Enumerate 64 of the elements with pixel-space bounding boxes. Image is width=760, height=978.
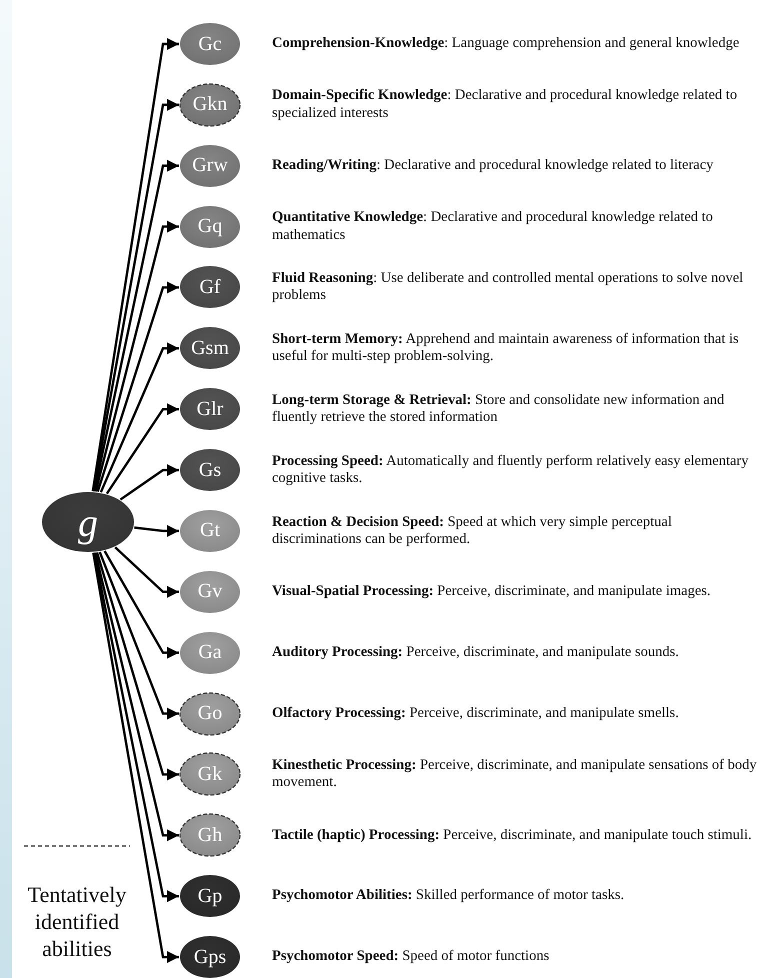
ability-description: Reading/Writing: Declarative and procedural knowledge related to literacy	[272, 157, 714, 174]
ability-description: Psychomotor Abilities: Skilled performance of motor tasks.	[272, 887, 626, 905]
ability-ellipse	[179, 22, 241, 66]
ability-description: Psychomotor Speed: Speed of motor functions	[272, 948, 550, 966]
node-label: Gsm	[191, 336, 229, 360]
arrow	[92, 552, 179, 902]
arrow	[98, 552, 179, 720]
arrow	[134, 524, 179, 537]
node-label: Go	[198, 702, 222, 726]
ability-ellipse	[179, 874, 241, 918]
ability-description: Fluid Reasoning: Use deliberate and controlled mental operations to solve novel problems	[272, 270, 744, 305]
arrow	[94, 552, 179, 842]
ability-description: Tactile (haptic) Processing: Perceive, discriminate, and manipulate touch stimuli.	[272, 826, 753, 844]
arrow	[96, 281, 179, 492]
node-label: Gp	[198, 884, 222, 908]
ability-ellipse	[179, 265, 241, 310]
ability-description: Visual-Spatial Processing: Perceive, discriminate, and manipulate images.	[272, 583, 712, 601]
ability-ellipse	[179, 692, 241, 736]
arrow	[100, 342, 179, 493]
ability-ellipse	[179, 630, 241, 675]
node-label: Gps	[194, 946, 226, 969]
arrow	[114, 546, 179, 598]
ability-ellipse	[179, 570, 241, 614]
node-label: Ga	[198, 641, 222, 664]
node-label: g	[78, 498, 98, 546]
node-label: Gq	[198, 215, 222, 238]
ability-description: Domain-Specific Knowledge: Declarative and procedural knowledge related to specialized interests	[272, 87, 738, 122]
ability-description: Short-term Memory: Apprehend and maintain awareness of information that is useful for multi-step problem-solving.	[272, 330, 740, 366]
node-label: Gk	[198, 762, 222, 786]
node-label: Gv	[198, 580, 222, 604]
ability-ellipse	[179, 326, 241, 370]
ability-description: Comprehension-Knowledge: Language comprehension and general knowledge	[272, 35, 740, 53]
node-label: Gt	[200, 519, 220, 542]
arrow	[120, 464, 179, 501]
general-factor-ellipse	[41, 491, 135, 553]
ability-ellipse	[179, 387, 241, 432]
legend-text: Tentatively identified abilities	[26, 882, 128, 962]
ability-ellipse	[179, 82, 241, 127]
ability-description: Processing Speed: Automatically and fluently perform relatively easy elementary cognitive tasks.	[272, 452, 750, 488]
arrow	[96, 552, 179, 780]
node-label: Gs	[198, 458, 222, 482]
ability-ellipse	[179, 813, 241, 858]
arrow	[94, 220, 179, 492]
ability-ellipse	[179, 508, 241, 553]
arrow	[93, 160, 179, 492]
ability-ellipse	[179, 204, 241, 249]
node-label: Gf	[199, 276, 221, 299]
ability-ellipse	[179, 144, 241, 188]
ability-description: Quantitative Knowledge: Declarative and procedural knowledge related to mathematics	[272, 209, 714, 244]
ability-description: Auditory Processing: Perceive, discriminate, and manipulate sounds.	[272, 644, 680, 662]
arrow	[106, 403, 179, 494]
arrow	[92, 552, 179, 964]
node-label: Gc	[198, 32, 222, 56]
ability-ellipse	[179, 448, 241, 492]
ability-description: Reaction & Decision Speed: Speed at which very simple perceptual discriminations can be performed.	[272, 514, 673, 548]
node-label: Glr	[196, 398, 224, 421]
ability-description: Kinesthetic Processing: Perceive, discriminate, and manipulate sensations of body movement.	[272, 757, 757, 792]
ability-description: Long-term Storage & Retrieval: Store and consolidate new information and fluently retrieve the stored information	[272, 392, 726, 427]
node-label: Grw	[192, 154, 228, 178]
arrow	[104, 550, 179, 659]
ability-ellipse	[179, 752, 241, 796]
node-label: Gkn	[192, 93, 228, 116]
ability-description: Olfactory Processing: Perceive, discriminate, and manipulate smells.	[272, 704, 680, 722]
node-label: Gh	[198, 824, 222, 847]
